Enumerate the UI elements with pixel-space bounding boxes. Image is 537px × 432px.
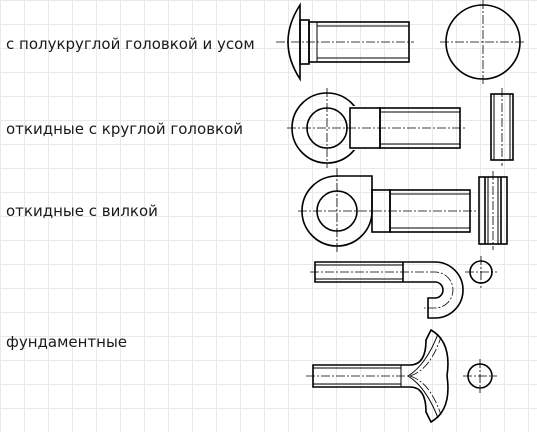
- bolt-type-label-half-round-head: с полукруглой головкой и усом: [6, 35, 255, 53]
- eye-bolt-round-head-front-view: [287, 88, 466, 168]
- eye-bolt-fork-front-view: [298, 168, 476, 252]
- half-round-head-bolt-front-view: [276, 2, 414, 82]
- eye-bolt-fork-side-view: [478, 171, 508, 250]
- bolt-type-label-eye-bolt-fork: откидные с вилкой: [6, 202, 158, 220]
- bolt-type-label-eye-bolt-round-head: откидные с круглой головкой: [6, 120, 244, 138]
- foundation-bolt-side-view: [463, 359, 497, 393]
- half-round-head-bolt-side-view: [440, 0, 526, 84]
- foundation-bolt-front-view: [306, 328, 449, 424]
- hook-bolt-side-view: [465, 256, 497, 288]
- hook-bolt-front-view: [310, 261, 464, 319]
- bolt-type-label-foundation: фундаментные: [6, 333, 128, 351]
- eye-bolt-round-head-side-view: [490, 88, 514, 166]
